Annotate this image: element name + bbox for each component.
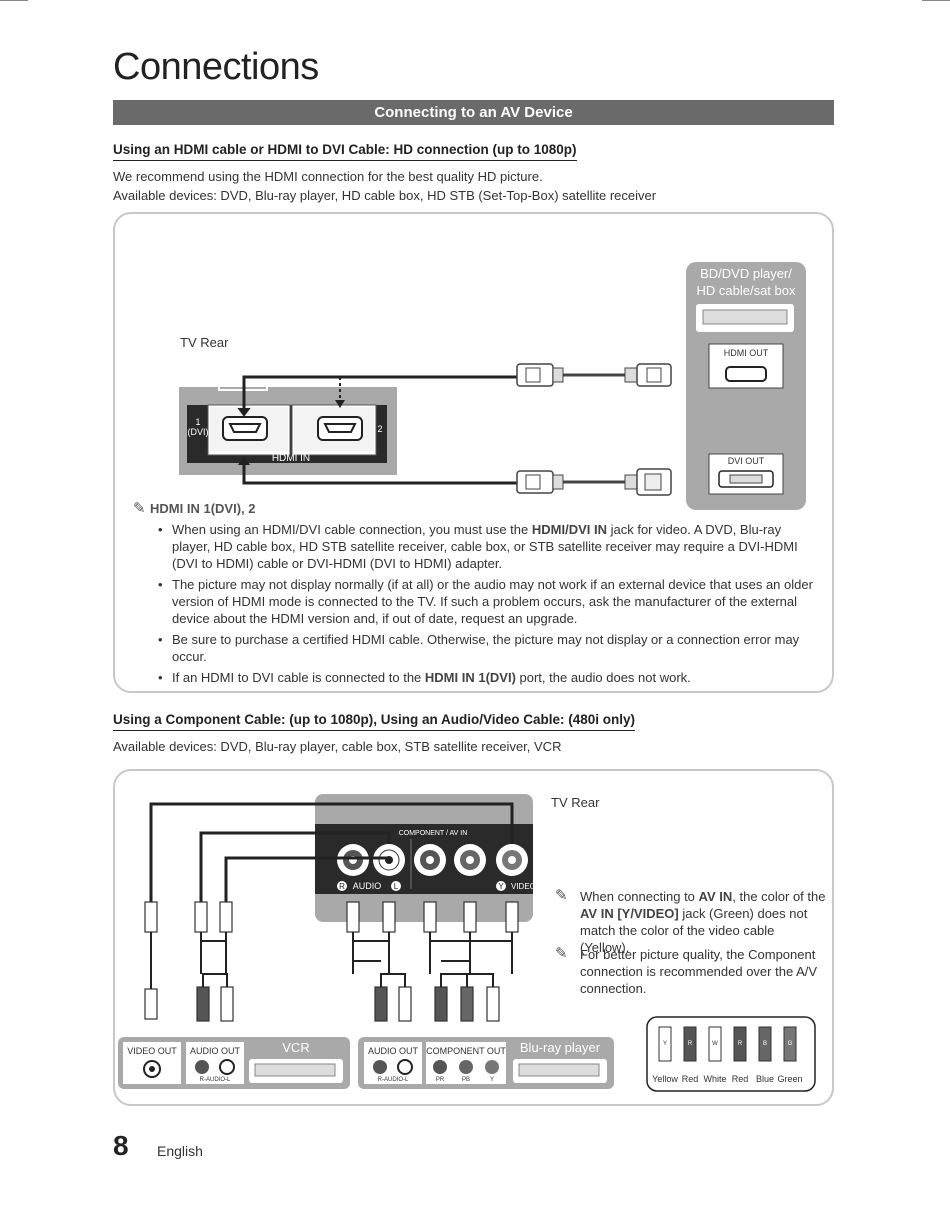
list-item: The picture may not display normally (if… (158, 576, 818, 627)
component-diagram: COMPONENT / AV IN R AUDIO L Y VIDEO TV R… (118, 789, 816, 1092)
list-item: Be sure to purchase a certified HDMI cab… (158, 631, 818, 665)
page-title: Connections (113, 46, 319, 88)
hdmi-diagram: 1 (DVI) 2 HDMI IN TV Rear BD/DVD player/… (179, 262, 806, 510)
svg-text:L: L (394, 882, 399, 891)
bluray-component-out-label: COMPONENT OUT (426, 1046, 506, 1056)
crop-mark (922, 0, 950, 1)
vcr-device-image (254, 1063, 336, 1077)
hdmi-in-label: HDMI IN (272, 453, 310, 464)
jack-pb (454, 844, 486, 876)
hdmi-diagram-box (113, 212, 834, 693)
legend-plug (683, 1026, 697, 1062)
language-label: English (157, 1143, 203, 1159)
hdmi-out-label: HDMI OUT (724, 348, 769, 358)
legend-label: Green (777, 1074, 802, 1084)
svg-text:R-AUDIO-L: R-AUDIO-L (378, 1077, 409, 1083)
video-label: VIDEO (511, 882, 536, 891)
vcr-video-out-label: VIDEO OUT (127, 1046, 177, 1056)
hdmi-heading: Using an HDMI cable or HDMI to DVI Cable… (113, 142, 577, 161)
legend-label: Red (682, 1074, 699, 1084)
legend-plug-letter: B (763, 1041, 767, 1047)
svg-text:Y: Y (490, 1077, 494, 1083)
component-devices-line: Available devices: DVD, Blu-ray player, … (113, 739, 562, 754)
jack-y-video (496, 844, 528, 876)
list-item: When using an HDMI/DVI cable connection,… (158, 521, 818, 572)
legend-plug (658, 1026, 672, 1062)
r-badge (337, 881, 347, 891)
svg-text:R: R (339, 882, 345, 891)
legend-label: Yellow (652, 1074, 678, 1084)
legend-plug-letter: Y (663, 1041, 667, 1047)
legend-plug (733, 1026, 747, 1062)
jack-audio-l (373, 844, 405, 876)
legend-plug-letter: R (688, 1041, 693, 1047)
svg-text:Y: Y (498, 882, 504, 891)
section-banner: Connecting to an AV Device (113, 100, 834, 125)
l-badge (391, 881, 401, 891)
legend-plug-letter: G (788, 1041, 793, 1047)
hdmi-out-port (725, 366, 767, 382)
component-heading: Using a Component Cable: (up to 1080p), … (113, 712, 636, 731)
player-device-image (702, 309, 788, 325)
legend-plug-letter: W (712, 1041, 718, 1047)
av-in-note: ✎ When connecting to AV IN, the color of… (555, 887, 826, 955)
tv-rear-label: TV Rear (551, 795, 600, 810)
hdmi-note-header: ✎ HDMI IN 1(DVI), 2 (133, 499, 256, 518)
crop-mark (0, 0, 28, 1)
device-subtitle: HD cable/sat box (697, 283, 796, 298)
legend-plug-letter: R (738, 1041, 743, 1047)
device-title: BD/DVD player/ (700, 266, 792, 281)
hdmi-port-1 (222, 416, 268, 441)
hdmi-port-2 (317, 416, 363, 441)
vcr-title: VCR (282, 1040, 309, 1055)
legend-label: Blue (756, 1074, 774, 1084)
port1-dvi-label: (DVI) (188, 427, 209, 437)
jack-pr (414, 844, 446, 876)
port2-label: 2 (377, 424, 382, 434)
page-number: 8 (113, 1130, 129, 1161)
legend-plug (758, 1026, 772, 1062)
bluray-device-image (518, 1063, 600, 1077)
y-badge (496, 881, 506, 891)
hdmi-note-title: HDMI IN 1(DVI), 2 (150, 501, 256, 516)
jack-audio-r (337, 844, 369, 876)
vcr-audio-out-label: AUDIO OUT (190, 1046, 241, 1056)
hdmi-devices-line: Available devices: DVD, Blu-ray player, … (113, 188, 657, 203)
dvi-cable (242, 461, 518, 485)
legend-plug (783, 1026, 797, 1062)
pencil-icon: ✎ (133, 500, 146, 517)
audio-label: AUDIO (353, 881, 382, 891)
pencil-icon: ✎ (555, 887, 568, 904)
legend-label: Red (732, 1074, 749, 1084)
tv-rear-label: TV Rear (180, 335, 229, 350)
hdmi-bullets: When using an HDMI/DVI cable connection,… (158, 521, 818, 690)
list-item: If an HDMI to DVI cable is connected to … (158, 669, 818, 686)
svg-text:PR: PR (436, 1077, 445, 1083)
pencil-icon: ✎ (555, 945, 568, 962)
bluray-audio-out-label: AUDIO OUT (368, 1046, 419, 1056)
legend-plug (708, 1026, 722, 1062)
svg-text:R-AUDIO-L: R-AUDIO-L (200, 1077, 231, 1083)
hdmi-intro-line: We recommend using the HDMI connection f… (113, 169, 543, 184)
component-diagram-box (113, 769, 834, 1106)
legend-label: White (703, 1074, 726, 1084)
component-av-in-label: COMPONENT / AV IN (399, 830, 468, 837)
svg-text:PB: PB (462, 1077, 470, 1083)
hdmi-cable (242, 375, 518, 409)
dvi-out-label: DVI OUT (728, 456, 765, 466)
port1-label: 1 (195, 417, 200, 427)
component-note: ✎ For better picture quality, the Compon… (555, 945, 818, 996)
bluray-title: Blu-ray player (520, 1040, 601, 1055)
